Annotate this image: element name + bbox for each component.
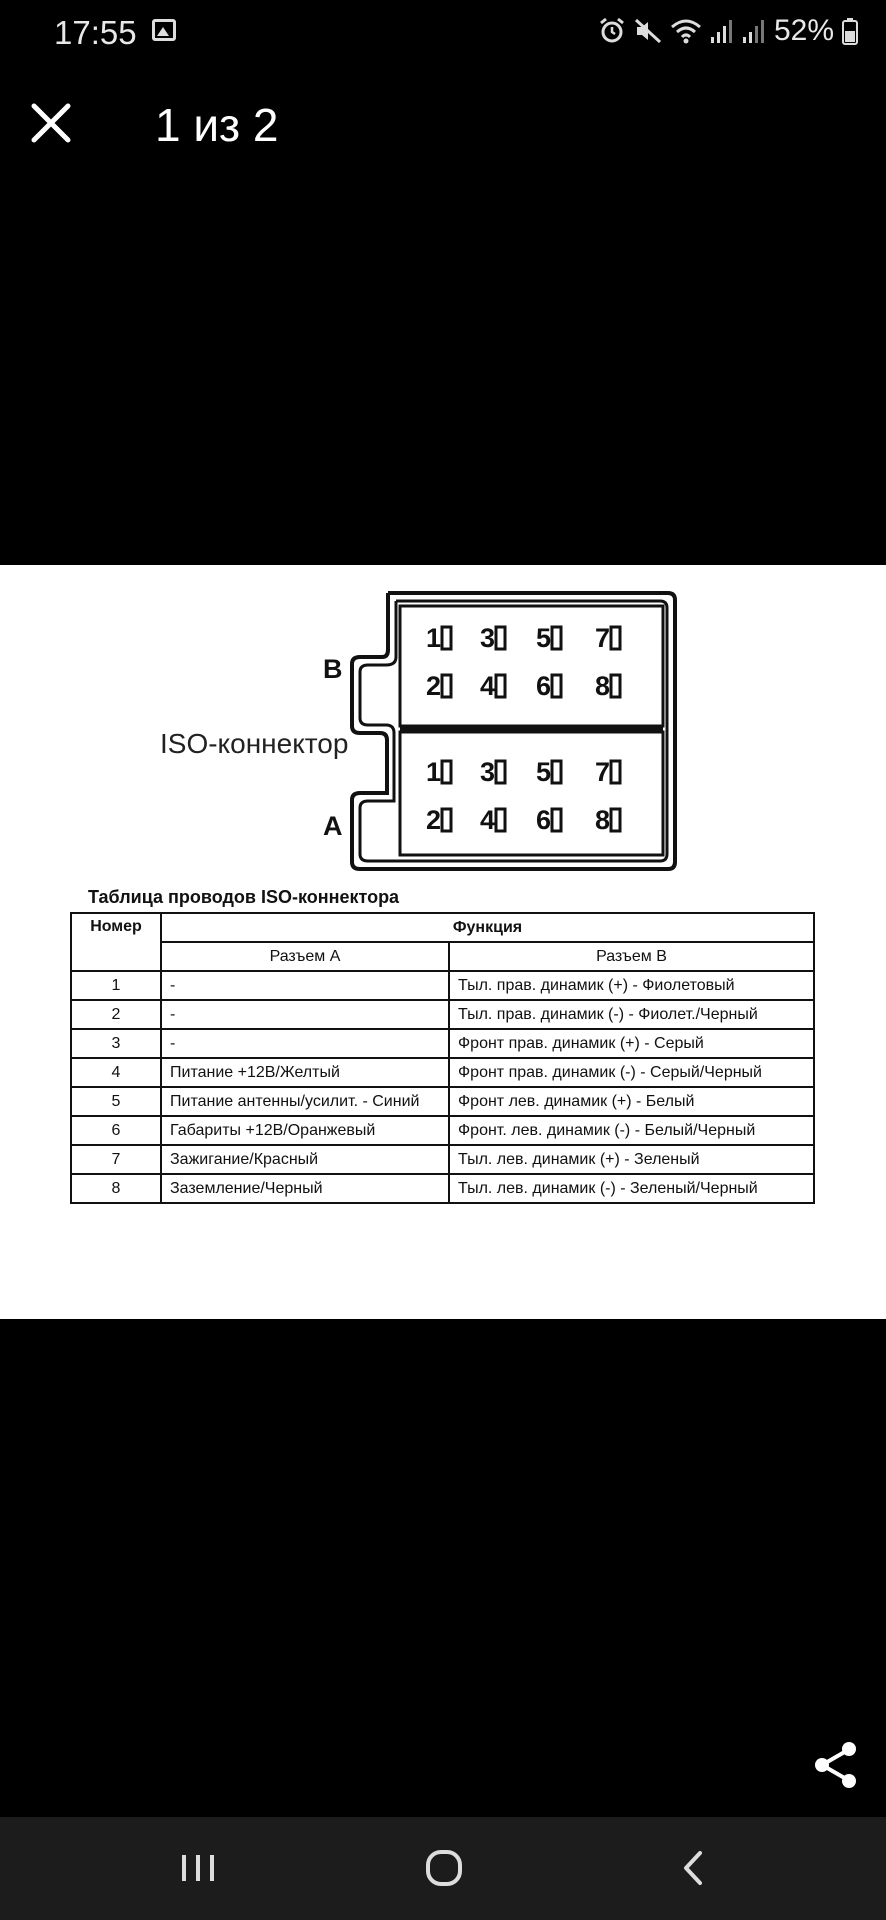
share-icon [815, 1742, 856, 1788]
signal-icon [710, 15, 734, 47]
row-connector-a: - [160, 970, 450, 1001]
table-row: 4 Питание +12В/Желтый Фронт прав. динами… [70, 1057, 815, 1088]
table-row: 1 - Тыл. прав. динамик (+) - Фиолетовый [70, 970, 815, 1001]
navigation-bar [0, 1817, 886, 1920]
table-title: Таблица проводов ISO-коннектора [88, 887, 400, 907]
close-icon [31, 103, 71, 143]
pin-b-6: 6 [536, 671, 552, 701]
battery-icon [842, 15, 858, 47]
row-connector-b: Тыл. лев. динамик (-) - Зеленый/Черный [448, 1173, 815, 1204]
pin-a-8: 8 [595, 805, 611, 835]
table-header-row: Номер Функция [70, 912, 815, 972]
row-connector-a: - [160, 999, 450, 1030]
row-connector-b: Тыл. прав. динамик (-) - Фиолет./Черный [448, 999, 815, 1030]
row-number: 3 [70, 1028, 162, 1059]
row-connector-a: Зажигание/Красный [160, 1144, 450, 1175]
row-connector-b: Тыл. прав. динамик (+) - Фиолетовый [448, 970, 815, 1001]
row-number: 4 [70, 1057, 162, 1088]
table-row: 6 Габариты +12В/Оранжевый Фронт. лев. ди… [70, 1115, 815, 1146]
table-row: 8 Заземление/Черный Тыл. лев. динамик (-… [70, 1173, 815, 1204]
viewed-image[interactable]: B A ISO-коннектор 1 3 5 7 2 4 6 8 1 3 5 … [0, 565, 886, 1319]
viewer-toolbar: 1 из 2 [0, 78, 886, 168]
row-number: 8 [70, 1173, 162, 1204]
row-connector-b: Фронт прав. динамик (-) - Серый/Черный [448, 1057, 815, 1088]
table-row: 7 Зажигание/Красный Тыл. лев. динамик (+… [70, 1144, 815, 1175]
connector-outline [350, 591, 677, 871]
pin-a-4: 4 [480, 805, 496, 835]
pin-a-1: 1 [426, 757, 442, 787]
row-number: 5 [70, 1086, 162, 1117]
pin-a-6: 6 [536, 805, 552, 835]
home-button[interactable] [414, 1843, 474, 1893]
image-counter: 1 из 2 [155, 99, 279, 151]
recents-icon [182, 1855, 214, 1881]
alarm-icon [598, 15, 626, 47]
wifi-icon [670, 15, 702, 47]
home-icon [426, 1850, 462, 1886]
connector-b-label: B [323, 654, 343, 684]
connector-caption: ISO-коннектор [160, 728, 349, 759]
row-connector-b: Фронт лев. динамик (+) - Белый [448, 1086, 815, 1117]
status-time: 17:55 [54, 14, 137, 51]
signal-icon [742, 15, 766, 47]
row-connector-b: Фронт прав. динамик (+) - Серый [448, 1028, 815, 1059]
header-number: Номер [70, 912, 162, 972]
table-row: 5 Питание антенны/усилит. - Синий Фронт … [70, 1086, 815, 1117]
header-function: Функция [160, 912, 815, 943]
close-button[interactable] [24, 96, 78, 150]
row-connector-a: Заземление/Черный [160, 1173, 450, 1204]
table-row: 3 - Фронт прав. динамик (+) - Серый [70, 1028, 815, 1059]
header-connector-b: Разъем В [448, 941, 815, 972]
pin-b-7: 7 [595, 623, 611, 653]
gallery-icon [152, 19, 176, 41]
pin-b-3: 3 [480, 623, 496, 653]
row-number: 7 [70, 1144, 162, 1175]
connector-a-label: A [323, 811, 343, 841]
pin-a-3: 3 [480, 757, 496, 787]
row-number: 1 [70, 970, 162, 1001]
battery-percent: 52% [773, 14, 834, 47]
wire-table: Номер Функция Разъем А Разъем В 1 - Тыл.… [70, 912, 815, 1204]
row-connector-b: Тыл. лев. динамик (+) - Зеленый [448, 1144, 815, 1175]
pin-b-8: 8 [595, 671, 611, 701]
row-connector-b: Фронт. лев. динамик (-) - Белый/Черный [448, 1115, 815, 1146]
row-connector-a: Питание антенны/усилит. - Синий [160, 1086, 450, 1117]
row-connector-a: - [160, 1028, 450, 1059]
pin-b-4: 4 [480, 671, 496, 701]
status-bar: 17:55 52% [0, 0, 886, 70]
table-row: 2 - Тыл. прав. динамик (-) - Фиолет./Чер… [70, 999, 815, 1030]
pin-b-2: 2 [426, 671, 442, 701]
pin-slots [440, 625, 622, 833]
pin-b-1: 1 [426, 623, 442, 653]
row-connector-a: Габариты +12В/Оранжевый [160, 1115, 450, 1146]
pin-a-2: 2 [426, 805, 442, 835]
row-number: 2 [70, 999, 162, 1030]
row-connector-a: Питание +12В/Желтый [160, 1057, 450, 1088]
pin-a-7: 7 [595, 757, 611, 787]
row-number: 6 [70, 1115, 162, 1146]
iso-connector-diagram: B A ISO-коннектор 1 3 5 7 2 4 6 8 1 3 5 … [0, 565, 886, 875]
back-icon [684, 1851, 702, 1885]
pin-a-5: 5 [536, 757, 552, 787]
header-connector-a: Разъем А [160, 941, 450, 972]
share-button[interactable] [810, 1740, 862, 1790]
recents-button[interactable] [168, 1843, 228, 1893]
table-subheader-row: Разъем А Разъем В [71, 941, 815, 972]
status-icons: 52% [598, 14, 858, 48]
pin-b-5: 5 [536, 623, 552, 653]
mute-icon [634, 15, 662, 47]
back-button[interactable] [664, 1843, 724, 1893]
